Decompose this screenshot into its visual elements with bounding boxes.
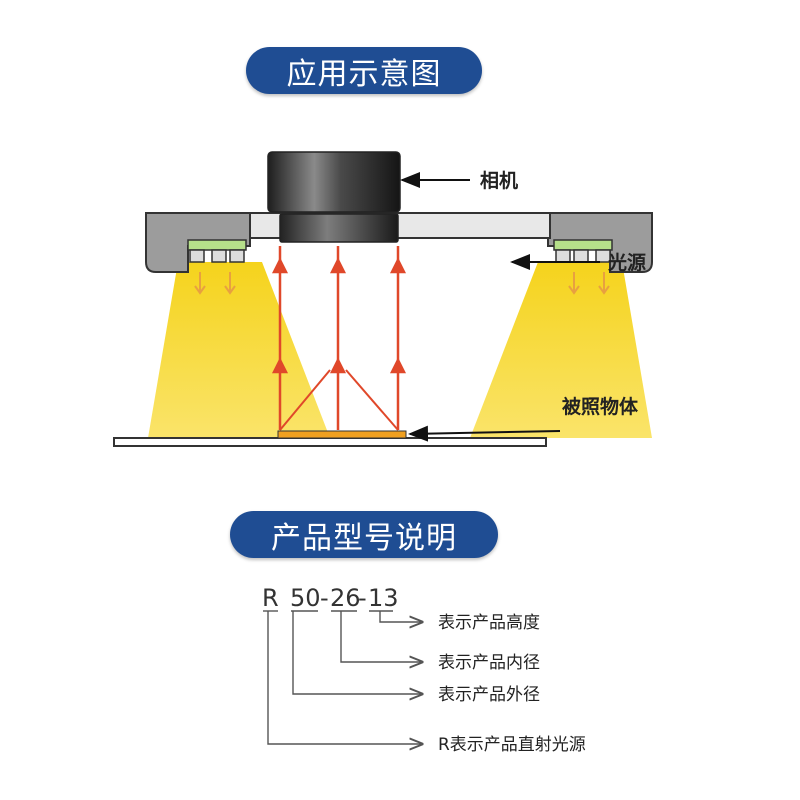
light-source-label-group: 光源 <box>510 251 646 274</box>
illuminated-object <box>113 430 547 447</box>
light-direction-arrows <box>194 272 610 295</box>
object-label-group: 被照物体 <box>408 395 639 442</box>
light-cone-left <box>148 262 330 438</box>
model-description-title: 产品型号说明 <box>230 511 498 558</box>
light-source-label: 光源 <box>607 251 646 274</box>
camera <box>267 151 401 243</box>
led-right <box>553 239 613 263</box>
camera-label-group: 相机 <box>400 170 518 192</box>
led-left <box>187 239 247 263</box>
application-diagram-title: 应用示意图 <box>246 47 482 94</box>
reflected-light-rays <box>271 246 407 431</box>
illuminated-object-label: 被照物体 <box>562 395 639 418</box>
light-cone-right <box>470 262 652 438</box>
camera-label: 相机 <box>480 170 518 192</box>
